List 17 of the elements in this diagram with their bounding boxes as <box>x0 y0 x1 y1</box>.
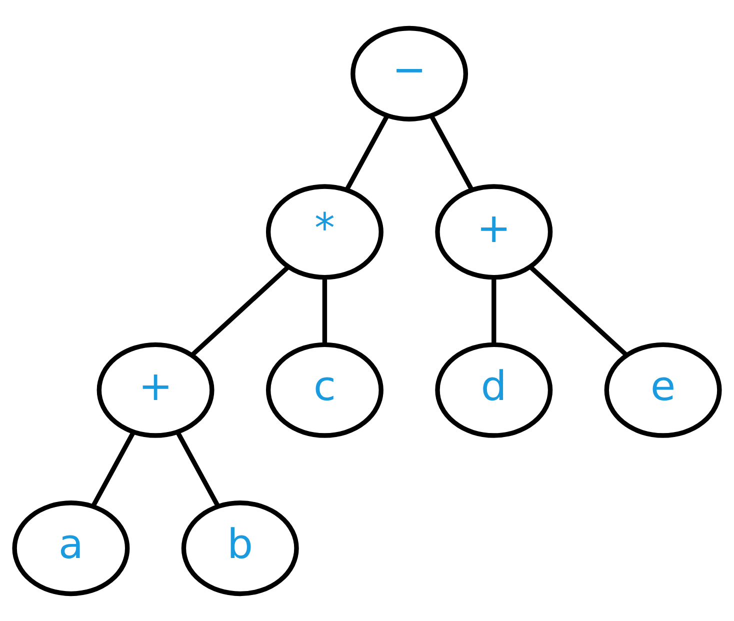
connector <box>429 114 474 190</box>
node-ellipse: a <box>12 500 130 596</box>
node-ellipse: b <box>181 500 299 596</box>
connector <box>528 264 628 356</box>
node-ellipse: c <box>266 342 384 438</box>
node-ellipse: + <box>96 342 214 438</box>
connector <box>190 264 290 356</box>
connector <box>492 276 496 344</box>
node-ellipse: * <box>266 184 384 280</box>
node-ellipse: d <box>435 342 553 438</box>
node-ellipse: + <box>435 184 553 280</box>
connector <box>322 276 328 344</box>
connector <box>175 430 220 507</box>
node-ellipse: e <box>604 342 722 438</box>
connector <box>91 430 136 507</box>
connector <box>344 114 390 190</box>
node-ellipse: − <box>350 25 468 121</box>
